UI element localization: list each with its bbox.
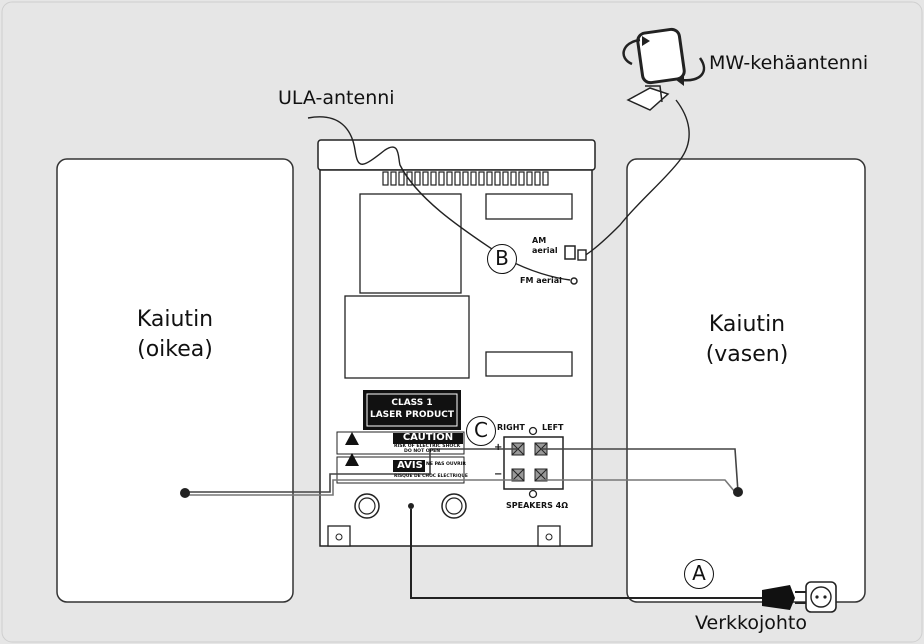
speaker-right-label: Kaiutin (oikea) [105, 305, 245, 365]
terminal-minus-text: − [494, 469, 503, 480]
laser-line1: CLASS 1 [391, 398, 433, 408]
fm-antenna-label: ULA-antenni [278, 87, 395, 109]
caution-text: CAUTION [402, 432, 454, 443]
terminal-left-text: LEFT [542, 423, 564, 432]
power-cord-wire [410, 509, 785, 599]
callout-c: C [466, 416, 496, 446]
am-aerial-line2: aerial [532, 246, 558, 255]
terminal-plus-text: + [494, 442, 503, 453]
speaker-wires [185, 448, 739, 496]
am-aerial-socket [564, 245, 576, 260]
terminal-right-text: RIGHT [497, 423, 525, 432]
avis-side-text: NE PAS OUVRIR [426, 462, 466, 467]
avis-sub-text: RISQUE DE CHOC ELECTRIQUE [394, 474, 468, 479]
speaker-left-line2: (vasen) [705, 342, 789, 367]
mw-loop-antenna [577, 27, 706, 261]
fm-aerial-socket [570, 277, 578, 285]
speaker-right-line1: Kaiutin [136, 307, 214, 332]
vent-slots [382, 171, 549, 186]
speaker-right-line2: (oikea) [137, 337, 213, 362]
power-cord-label: Verkkojohto [695, 612, 807, 634]
speaker-right-box [56, 158, 294, 603]
speaker-left-line1: Kaiutin [708, 312, 786, 337]
am-aerial-text: AM aerial [532, 236, 558, 256]
speakers-text: SPEAKERS 4Ω [506, 501, 569, 510]
main-unit [317, 139, 596, 547]
power-plug [762, 581, 837, 613]
am-aerial-line1: AM [532, 236, 547, 245]
callout-a: A [684, 559, 714, 589]
speaker-left-box [626, 158, 866, 603]
fm-aerial-text: FM aerial [520, 276, 562, 285]
laser-label-box [363, 390, 461, 430]
laser-label-text: CLASS 1 LASER PRODUCT [368, 397, 456, 421]
avis-text: AVIS [397, 460, 423, 471]
callout-b: B [487, 244, 517, 274]
caution-sub-text: RISK OF ELECTRIC SHOCK [394, 444, 461, 449]
mw-antenna-label: MW-kehäantenni [709, 52, 869, 74]
laser-line2: LASER PRODUCT [369, 410, 455, 420]
caution-sub2-text: DO NOT OPEN [404, 449, 441, 454]
speaker-left-connector [733, 487, 743, 497]
speaker-right-connector [180, 488, 190, 498]
speaker-left-label: Kaiutin (vasen) [677, 310, 817, 370]
